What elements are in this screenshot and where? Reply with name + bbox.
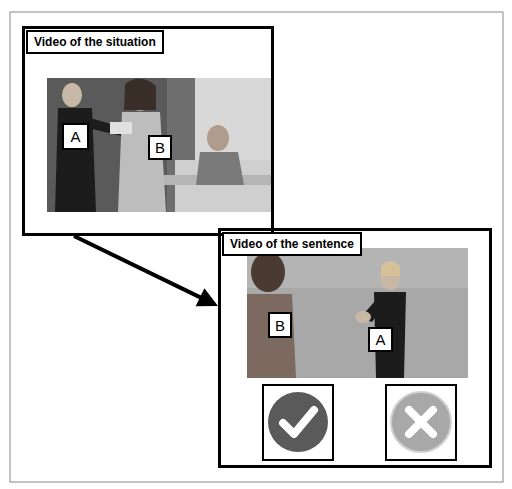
outer-frame: [10, 12, 503, 482]
panel-title: Video of the situation: [26, 30, 164, 54]
video-panel: Video of the situationA B: [22, 26, 274, 236]
panel-title: Video of the sentence: [222, 232, 362, 256]
situation-photo: [47, 78, 271, 212]
video-panel: Video of the sentenceB A: [218, 228, 492, 468]
person-letter: B: [155, 140, 165, 155]
arrow-line: [74, 236, 202, 298]
person-letter: A: [70, 129, 80, 144]
cross-icon: [386, 385, 456, 460]
person-letter: B: [275, 318, 285, 333]
person-label: A: [368, 327, 393, 352]
check-icon: [263, 385, 333, 460]
person-letter: A: [375, 332, 385, 347]
person-label: A: [62, 123, 89, 150]
sentence-photo: [247, 248, 468, 378]
person-label: B: [268, 312, 292, 338]
person-label: B: [148, 135, 172, 160]
flow-arrow: [74, 236, 218, 306]
arrow-head: [196, 288, 218, 306]
